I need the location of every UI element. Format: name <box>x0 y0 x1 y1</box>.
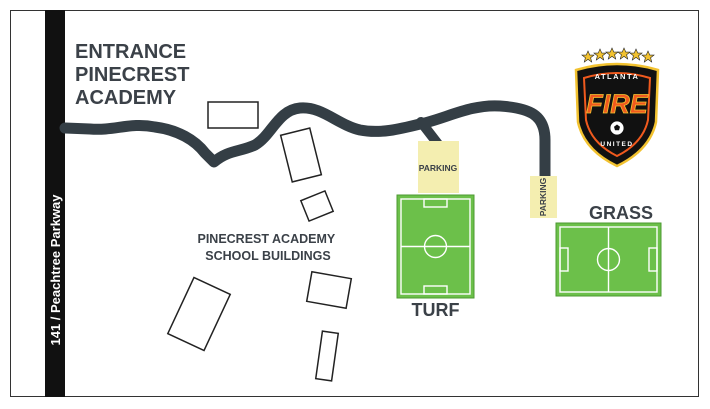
buildings-label-line-2: SCHOOL BUILDINGS <box>205 249 330 263</box>
building <box>166 276 232 352</box>
logo-bottom-text: UNITED <box>600 141 633 148</box>
peachtree-parkway-road <box>45 10 65 397</box>
star-icon <box>617 47 631 60</box>
building <box>207 101 259 129</box>
parking-2-label: PARKING <box>538 177 548 216</box>
turf-label: TURF <box>412 300 460 320</box>
turf-field <box>396 194 475 299</box>
road-label: 141 / Peachtree Parkway <box>48 194 63 346</box>
entrance-label: ENTRANCE PINECREST ACADEMY <box>75 41 195 109</box>
grass-field <box>555 222 662 297</box>
star-icon <box>629 48 643 61</box>
parking-lot-1 <box>418 141 459 193</box>
star-icon <box>593 48 607 61</box>
logo-word: FIRE <box>586 89 648 119</box>
building <box>314 330 340 382</box>
logo-top-text: ATLANTA <box>595 72 640 81</box>
star-icon <box>641 50 655 63</box>
building <box>299 189 335 223</box>
star-icon <box>581 50 595 63</box>
entrance-label-line-3: ACADEMY <box>75 87 177 109</box>
building <box>279 127 323 183</box>
building <box>305 270 353 310</box>
atlanta-fire-united-logo: ATLANTA FIRE UNITED <box>574 47 660 168</box>
buildings-label: PINECREST ACADEMY SCHOOL BUILDINGS <box>197 232 338 263</box>
entrance-label-line-1: ENTRANCE <box>75 41 186 63</box>
parking-1-label: PARKING <box>419 163 458 173</box>
entrance-label-line-2: PINECREST <box>75 64 189 86</box>
grass-label: GRASS <box>589 203 653 223</box>
parking-access-road <box>416 117 443 149</box>
buildings-label-line-1: PINECREST ACADEMY <box>197 232 335 246</box>
star-icon <box>605 47 619 60</box>
parking-lot-2 <box>530 176 557 218</box>
star-icons <box>581 47 655 63</box>
school-buildings <box>166 101 353 382</box>
entrance-road <box>59 100 551 184</box>
